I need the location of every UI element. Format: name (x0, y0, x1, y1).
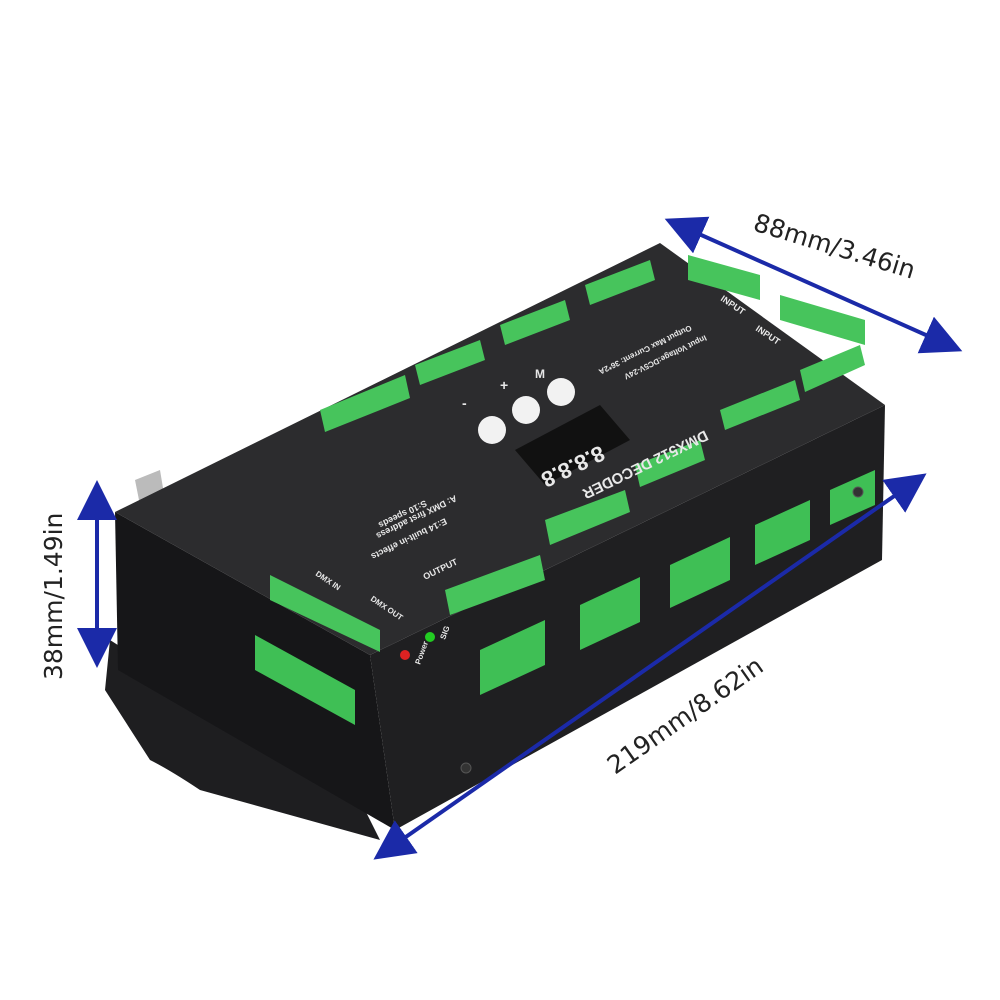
button-plus[interactable] (512, 396, 540, 424)
sig-led (425, 632, 435, 642)
button-minus-label: - (462, 395, 467, 411)
button-plus-label: + (500, 377, 508, 393)
button-minus[interactable] (478, 416, 506, 444)
left-terminal (255, 635, 355, 725)
width-arrow (664, 216, 963, 354)
width-label: 88mm/3.46in (750, 208, 919, 285)
power-led (400, 650, 410, 660)
led-display (515, 405, 630, 485)
screw-icon (460, 762, 472, 774)
button-m-label: M (535, 367, 545, 381)
screw-icon (852, 486, 864, 498)
length-arrow (373, 473, 927, 860)
height-label: 38mm/1.49in (39, 513, 68, 680)
button-m[interactable] (547, 378, 575, 406)
left-face (115, 512, 395, 830)
